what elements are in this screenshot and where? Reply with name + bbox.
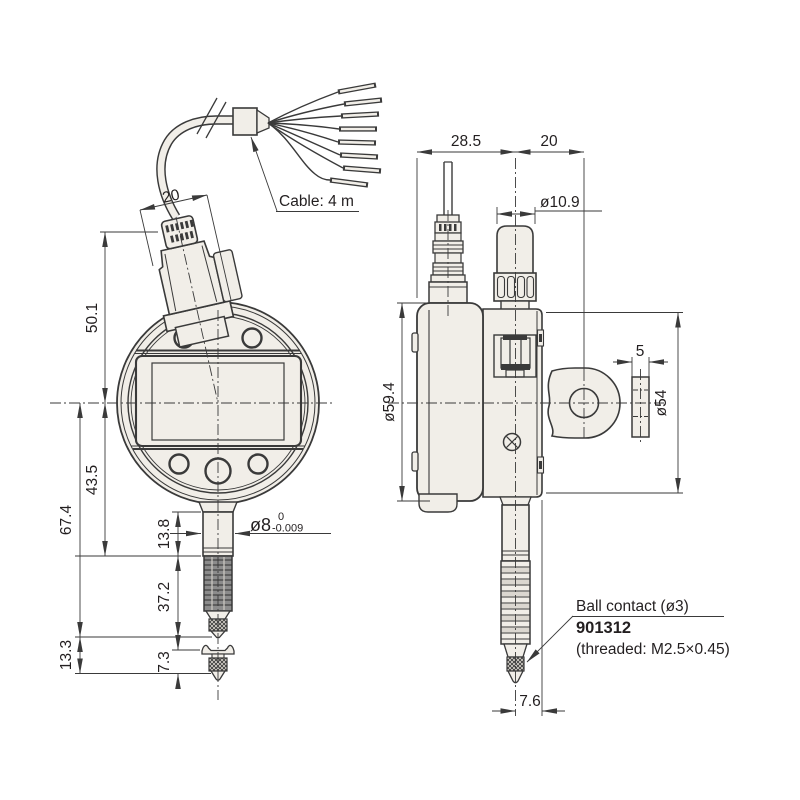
wire-fan-icon bbox=[267, 91, 345, 181]
button-bottom-left bbox=[168, 453, 190, 475]
dim-cap-dia-label: ø10.9 bbox=[540, 194, 580, 211]
button-bottom-right bbox=[247, 453, 269, 475]
button-top-right bbox=[241, 327, 263, 349]
ball-contact-callout: Ball contact (ø3) 901312 (threaded: M2.5… bbox=[526, 598, 730, 663]
cap-side bbox=[493, 225, 537, 313]
dim-body-dia: ø59.4 bbox=[381, 302, 430, 502]
dim-lug-dia-label: ø54 bbox=[653, 389, 670, 416]
dim-37-2: 37.2 bbox=[75, 555, 212, 638]
dim-13-3: 13.3 bbox=[58, 636, 83, 674]
dim-lug-dia: ø54 bbox=[546, 312, 683, 494]
ball-contact-part-number: 901312 bbox=[576, 619, 631, 637]
side-view bbox=[388, 158, 664, 716]
dim-20-rear-label: 20 bbox=[540, 133, 558, 150]
body-side bbox=[411, 302, 545, 513]
dim-lug-width: 5 bbox=[613, 343, 668, 377]
dimensions: 20 Cable: 4 m 50.1 43.5 67.4 13.3 bbox=[58, 133, 730, 716]
dim-28-5: 28.5 bbox=[416, 133, 585, 370]
ball-contact-thread-note: (threaded: M2.5×0.45) bbox=[576, 641, 730, 658]
connector-slots bbox=[165, 219, 194, 243]
dim-7-3: 7.3 bbox=[75, 635, 211, 689]
dim-50-1-label: 50.1 bbox=[84, 303, 101, 333]
dim-body-dia-label: ø59.4 bbox=[381, 382, 398, 422]
front-view bbox=[50, 82, 383, 700]
dim-tip-to-back-label: 7.6 bbox=[519, 693, 541, 710]
cable-note-label: Cable: 4 m bbox=[279, 193, 354, 210]
dim-stem-dia: ø8 0 -0.009 bbox=[170, 511, 331, 537]
dim-28-5-label: 28.5 bbox=[451, 133, 481, 150]
dim-50-1: 50.1 bbox=[84, 231, 158, 404]
dim-cap-dia: ø10.9 bbox=[496, 194, 602, 224]
dim-67-4-label: 67.4 bbox=[58, 505, 75, 536]
dim-stem-dia-label: ø8 bbox=[250, 515, 271, 535]
dim-13-8-label: 13.8 bbox=[156, 519, 173, 549]
dim-7-3-label: 7.3 bbox=[156, 651, 173, 673]
dim-stem-tol-upper: 0 bbox=[278, 511, 284, 523]
lcd-display bbox=[134, 354, 303, 448]
centerlines-side bbox=[388, 158, 664, 716]
dim-stem-tol-lower: -0.009 bbox=[272, 523, 303, 535]
dim-lug-width-label: 5 bbox=[636, 343, 645, 360]
dim-connector-width: 20 bbox=[139, 186, 232, 301]
dim-20-rear: 20 bbox=[515, 133, 585, 155]
dim-connector-width-label: 20 bbox=[161, 186, 182, 206]
cable-callout: Cable: 4 m bbox=[250, 136, 359, 212]
screw-icon bbox=[502, 432, 522, 452]
dim-tip-to-back: 7.6 bbox=[492, 500, 565, 716]
wire-tips bbox=[329, 82, 383, 188]
dim-13-8: 13.8 bbox=[75, 511, 201, 557]
ball-contact-label: Ball contact (ø3) bbox=[576, 598, 689, 615]
mounting-lug bbox=[547, 367, 650, 445]
dim-13-3-label: 13.3 bbox=[58, 640, 75, 670]
dim-43-5: 43.5 bbox=[84, 402, 108, 557]
centerlines-front bbox=[50, 216, 335, 700]
dim-43-5-label: 43.5 bbox=[84, 465, 101, 495]
dim-67-4: 67.4 bbox=[58, 402, 83, 638]
dim-37-2-label: 37.2 bbox=[156, 582, 173, 612]
